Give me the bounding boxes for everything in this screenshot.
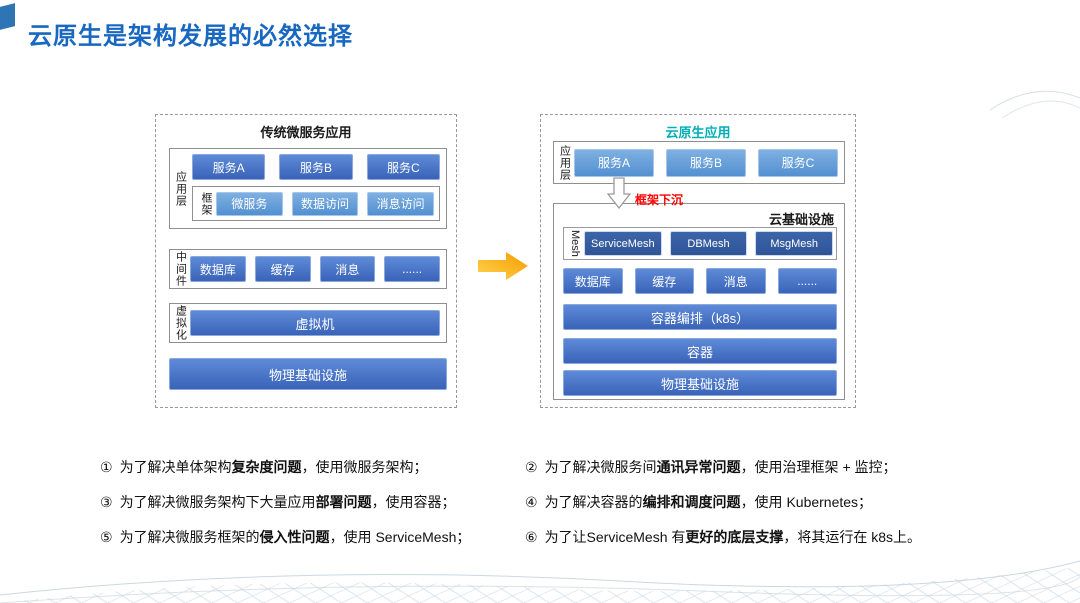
note-number: ① <box>100 459 113 475</box>
middleware-item-message: 消息 <box>319 256 376 282</box>
app-layer-content: 服务A 服务B 服务C 框架 微服务 数据访问 消息访问 <box>190 149 446 228</box>
vm-bar: 虚拟机 <box>190 310 440 336</box>
msgmesh-button: MsgMesh <box>755 231 834 256</box>
virtualization-row: 虚拟机 <box>190 310 446 336</box>
framework-item-microservice: 微服务 <box>216 191 283 216</box>
cn-app-layer-label-text: 应用层 <box>558 144 571 181</box>
cn-middleware-item-message: 消息 <box>706 268 766 294</box>
virtualization-label-text: 虚拟化 <box>174 305 187 341</box>
note-text: 为了解决微服务框架的 <box>119 529 260 545</box>
services-row: 服务A 服务B 服务C <box>192 154 440 180</box>
cn-physical-infra-bar: 物理基础设施 <box>563 370 837 396</box>
page-title: 云原生是架构发展的必然选择 <box>28 23 353 50</box>
app-layer-label: 应用层 <box>170 149 190 228</box>
cn-service-b-button: 服务B <box>666 148 746 177</box>
note-bold-text: 部署问题 <box>315 494 372 510</box>
note-item-4: ④ 为了解决容器的编排和调度问题，使用 Kubernetes； <box>525 492 1030 527</box>
note-text: 为了让ServiceMesh 有 <box>544 529 686 545</box>
note-text: 为了解决单体架构 <box>119 459 232 475</box>
servicemesh-button: ServiceMesh <box>584 231 662 256</box>
virtualization-box: 虚拟化 虚拟机 <box>169 303 447 343</box>
note-number: ⑥ <box>525 529 538 545</box>
framework-sink-label: 框架下沉 <box>635 193 684 207</box>
container-bar: 容器 <box>563 338 837 364</box>
note-item-1: ① 为了解决单体架构复杂度问题，使用微服务架构； <box>100 457 525 492</box>
cloudnative-panel-title: 云原生应用 <box>665 125 731 140</box>
note-text: ，使用 ServiceMesh； <box>329 529 471 545</box>
cn-middleware-row: 数据库 缓存 消息 ...... <box>563 268 837 294</box>
cn-middleware-item-database: 数据库 <box>563 268 623 294</box>
note-text: ，使用微服务架构； <box>301 459 428 475</box>
note-item-6: ⑥ 为了让ServiceMesh 有更好的底层支撑，将其运行在 k8s上。 <box>525 527 1030 562</box>
note-item-2: ② 为了解决微服务间通讯异常问题，使用治理框架 + 监控； <box>525 457 1030 492</box>
cloud-infra-label: 云基础设施 <box>768 212 834 227</box>
cn-service-a-button: 服务A <box>574 148 654 177</box>
note-bold-text: 复杂度问题 <box>231 459 302 475</box>
note-bold-text: 编排和调度问题 <box>642 494 741 510</box>
dbmesh-button: DBMesh <box>669 231 748 256</box>
note-number: ③ <box>100 494 113 510</box>
note-bold-text: 侵入性问题 <box>259 529 330 545</box>
note-number: ⑤ <box>100 529 113 545</box>
cn-services-row: 服务A 服务B 服务C <box>574 148 844 177</box>
framework-sink-arrow-icon <box>607 177 631 209</box>
mesh-label: Mesh <box>567 230 582 257</box>
middleware-label: 中间件 <box>170 250 190 288</box>
traditional-panel-title: 传统微服务应用 <box>260 125 352 140</box>
note-text: 为了解决容器的 <box>544 494 643 510</box>
virtualization-label: 虚拟化 <box>170 304 190 342</box>
physical-infra-bar: 物理基础设施 <box>169 358 447 390</box>
framework-row: 微服务 数据访问 消息访问 <box>216 191 435 216</box>
cloud-infra-box: 云基础设施 Mesh ServiceMesh DBMesh MsgMesh 数据… <box>553 203 845 400</box>
note-text: 为了解决微服务间 <box>544 459 657 475</box>
note-text: ，使用治理框架 + 监控； <box>740 459 897 475</box>
framework-label: 框架 <box>198 192 213 216</box>
middleware-item-database: 数据库 <box>190 256 246 282</box>
app-layer-label-text: 应用层 <box>174 170 187 207</box>
framework-item-msgaccess: 消息访问 <box>367 191 435 216</box>
framework-box: 框架 微服务 数据访问 消息访问 <box>192 186 440 221</box>
middleware-box: 中间件 数据库 缓存 消息 ...... <box>169 249 447 289</box>
note-text: 为了解决微服务架构下大量应用 <box>119 494 316 510</box>
service-c-button: 服务C <box>366 154 440 180</box>
note-number: ② <box>525 459 538 475</box>
note-item-3: ③ 为了解决微服务架构下大量应用部署问题，使用容器； <box>100 492 525 527</box>
topright-decoration <box>990 90 1080 118</box>
cn-app-layer-box: 应用层 服务A 服务B 服务C <box>553 141 845 184</box>
middleware-item-more: ...... <box>384 256 440 282</box>
note-text: ，将其运行在 k8s上。 <box>783 529 922 545</box>
cn-service-c-button: 服务C <box>758 148 838 177</box>
cn-middleware-item-more: ...... <box>777 268 837 294</box>
framework-item-dataaccess: 数据访问 <box>291 191 359 216</box>
middleware-row: 数据库 缓存 消息 ...... <box>190 256 446 282</box>
note-number: ④ <box>525 494 538 510</box>
note-text: ，使用容器； <box>371 494 456 510</box>
note-bold-text: 通讯异常问题 <box>656 459 741 475</box>
orchestration-bar: 容器编排（k8s） <box>563 304 837 330</box>
cn-middleware-item-cache: 缓存 <box>634 268 694 294</box>
transform-arrow-icon <box>478 252 528 280</box>
mesh-row: ServiceMesh DBMesh MsgMesh <box>584 231 834 256</box>
mesh-label-text: Mesh <box>569 230 581 257</box>
bottom-decoration <box>0 560 1080 603</box>
framework-label-text: 框架 <box>200 191 212 216</box>
mesh-box: Mesh ServiceMesh DBMesh MsgMesh <box>563 227 837 260</box>
note-bold-text: 更好的底层支撑 <box>685 529 784 545</box>
traditional-panel: 传统微服务应用 应用层 服务A 服务B 服务C 框架 微服务 数据访问 消息访问 <box>155 114 457 408</box>
middleware-label-text: 中间件 <box>174 251 187 287</box>
service-a-button: 服务A <box>192 154 266 180</box>
service-b-button: 服务B <box>279 154 353 180</box>
note-text: ，使用 Kubernetes； <box>740 494 873 510</box>
cloudnative-panel: 云原生应用 应用层 服务A 服务B 服务C 框架下沉 云基础设施 Mesh Se… <box>540 114 856 408</box>
corner-decoration <box>0 3 15 30</box>
app-layer-box: 应用层 服务A 服务B 服务C 框架 微服务 数据访问 消息访问 <box>169 148 447 229</box>
note-item-5: ⑤ 为了解决微服务框架的侵入性问题，使用 ServiceMesh； <box>100 527 525 562</box>
middleware-item-cache: 缓存 <box>254 256 311 282</box>
cn-app-layer-label: 应用层 <box>554 142 574 183</box>
